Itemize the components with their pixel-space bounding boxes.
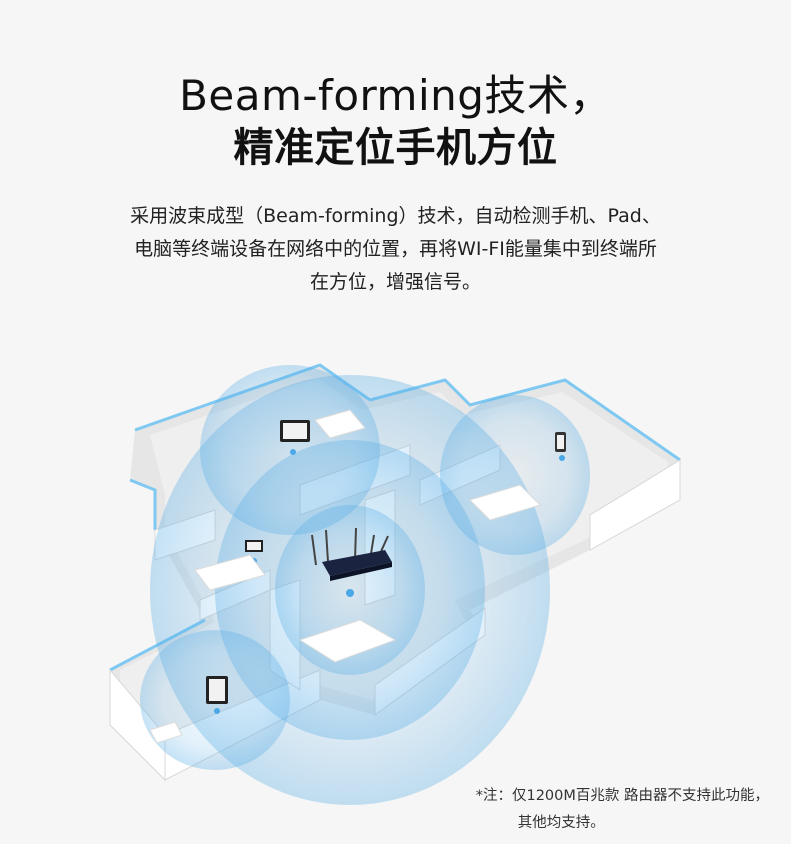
computer-monitor-icon [280,420,310,455]
router-icon [311,527,392,597]
tablet-icon [206,676,228,714]
phone-icon [555,432,566,461]
footnote-line-2: 其他均支持。 [517,815,605,831]
footnote-line-1: *注：仅1200M百兆款 路由器不支持此功能， [475,788,769,804]
floorplan-illustration [109,363,681,805]
footnote: *注：仅1200M百兆款 路由器不支持此功能， 其他均支持。 [476,783,769,837]
page-title-line-2: 精准定位手机方位 [233,125,558,171]
description-line-1: 采用波束成型（Beam-forming）技术，自动检测手机、Pad、 [130,205,661,227]
description-line-3: 在方位，增强信号。 [309,271,481,293]
description-line-2: 电脑等终端设备在网络中的位置，再将WI-FI能量集中到终端所 [134,238,657,260]
page-title-line-1: Beam-forming技术， [179,71,612,120]
furniture [149,409,541,744]
